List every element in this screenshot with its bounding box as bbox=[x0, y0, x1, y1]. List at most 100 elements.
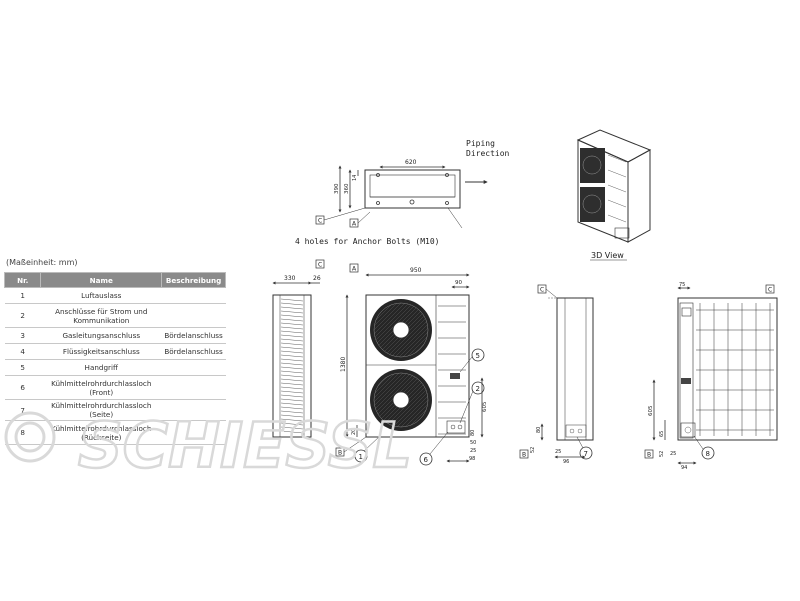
drawing-line bbox=[280, 394, 304, 398]
rear-service-column bbox=[679, 302, 694, 439]
drawing-line bbox=[280, 422, 304, 426]
dim-96: 96 bbox=[563, 459, 569, 465]
dim-620: 620 bbox=[405, 159, 417, 166]
drawing-line bbox=[280, 322, 304, 326]
dim-25: 25 bbox=[555, 449, 561, 455]
top-view-outline bbox=[364, 169, 461, 209]
ref-box-b bbox=[644, 449, 654, 459]
callout-7-label: 7 bbox=[584, 450, 588, 458]
dim-25: 25 bbox=[670, 451, 676, 457]
ref-box-c bbox=[315, 259, 325, 269]
ref-box-b bbox=[519, 449, 529, 459]
piping-label-2: Direction bbox=[466, 149, 510, 158]
row-desc bbox=[161, 303, 226, 328]
dim-52: 52 bbox=[530, 447, 536, 453]
ref-b-label: B bbox=[522, 452, 526, 459]
drawing-line bbox=[280, 398, 304, 402]
drawing-line bbox=[280, 386, 304, 390]
ref-c-label: C bbox=[318, 218, 322, 225]
drawing-line bbox=[280, 334, 304, 338]
unit-note: (Maßeinheit: mm) bbox=[6, 258, 78, 267]
dim-605: 605 bbox=[482, 401, 488, 412]
dim-360: 360 bbox=[344, 183, 350, 194]
drawing-line bbox=[280, 406, 304, 410]
left-side-view: 330 26 C bbox=[272, 259, 325, 438]
anchor-hole bbox=[376, 201, 380, 205]
drawing-line bbox=[280, 302, 304, 306]
rear-view: 75 C 605 65 52 25 94 B 8 bbox=[644, 282, 778, 471]
dim-25: 25 bbox=[470, 448, 476, 454]
drawing-line bbox=[280, 318, 304, 322]
row-desc bbox=[161, 420, 226, 445]
drawing-line bbox=[280, 370, 304, 374]
anchor-hole bbox=[445, 201, 449, 205]
header-nr: Nr. bbox=[3, 272, 42, 288]
service-panel bbox=[446, 420, 466, 434]
dim-20: 20 bbox=[351, 429, 357, 435]
drawing-line bbox=[280, 306, 304, 310]
ref-b-label: B bbox=[647, 452, 651, 459]
dim-65: 65 bbox=[659, 431, 665, 437]
anchor-hole bbox=[376, 173, 380, 177]
ref-c-label: C bbox=[540, 287, 544, 294]
ref-a-label: A bbox=[352, 221, 357, 228]
handle bbox=[450, 373, 460, 379]
callout-8-label: 8 bbox=[706, 450, 710, 458]
dim-52: 52 bbox=[659, 451, 665, 457]
ref-b-label: B bbox=[338, 450, 342, 457]
dim-1380: 1380 bbox=[340, 357, 347, 372]
callout-5 bbox=[471, 348, 485, 362]
ref-box-a bbox=[349, 263, 359, 273]
callout-6 bbox=[419, 452, 433, 466]
ref-c-label: C bbox=[318, 262, 322, 269]
right-side-view: C 80 52 25 96 B 7 bbox=[519, 284, 594, 465]
callout-2-label: 2 bbox=[476, 385, 480, 393]
row-name: Anschlüsse für Strom und Kommunikation bbox=[40, 303, 162, 328]
drawing-line bbox=[280, 366, 304, 370]
drawing-line bbox=[280, 354, 304, 358]
iso-side bbox=[627, 149, 651, 243]
dim-26: 26 bbox=[313, 275, 321, 282]
right-side-outline bbox=[556, 297, 594, 441]
drawing-line bbox=[280, 378, 304, 382]
drawing-line bbox=[280, 326, 304, 330]
callout-7 bbox=[579, 446, 593, 460]
drawing-line bbox=[280, 418, 304, 422]
drawing-line bbox=[280, 382, 304, 386]
left-side-fins bbox=[280, 298, 304, 434]
piping-label-1: Piping bbox=[466, 139, 495, 148]
drawing-line bbox=[280, 310, 304, 314]
dim-80: 80 bbox=[536, 427, 542, 433]
drawing-line bbox=[280, 362, 304, 366]
drawing-line bbox=[280, 314, 304, 318]
left-side-outline bbox=[272, 294, 312, 438]
iso-fan-lower bbox=[580, 187, 605, 222]
dim-950: 950 bbox=[410, 267, 422, 274]
iso-fan-upper bbox=[580, 148, 605, 183]
dim-94: 94 bbox=[681, 465, 687, 471]
drawing-line bbox=[280, 374, 304, 378]
dim-75: 75 bbox=[679, 282, 685, 288]
dim-605: 605 bbox=[648, 405, 654, 416]
drawing-line bbox=[280, 298, 304, 302]
dim-330: 330 bbox=[284, 275, 296, 282]
drawing-line bbox=[280, 414, 304, 418]
dim-390: 390 bbox=[334, 183, 340, 194]
drawing-line bbox=[280, 358, 304, 362]
drawing-line bbox=[280, 426, 304, 430]
rear-outline bbox=[677, 297, 778, 441]
drawing-line bbox=[280, 350, 304, 354]
anchor-note: 4 holes for Anchor Bolts (M10) bbox=[295, 237, 440, 246]
rear-pipe-hole bbox=[680, 422, 696, 438]
drawing-line bbox=[280, 346, 304, 350]
row-name: Kühlmittelrohrdurchlassloch (Rückseite) bbox=[40, 420, 162, 445]
anchor-hole bbox=[445, 173, 449, 177]
drawing-line bbox=[280, 330, 304, 334]
dim-80: 80 bbox=[470, 430, 476, 436]
drawing-line bbox=[280, 410, 304, 414]
